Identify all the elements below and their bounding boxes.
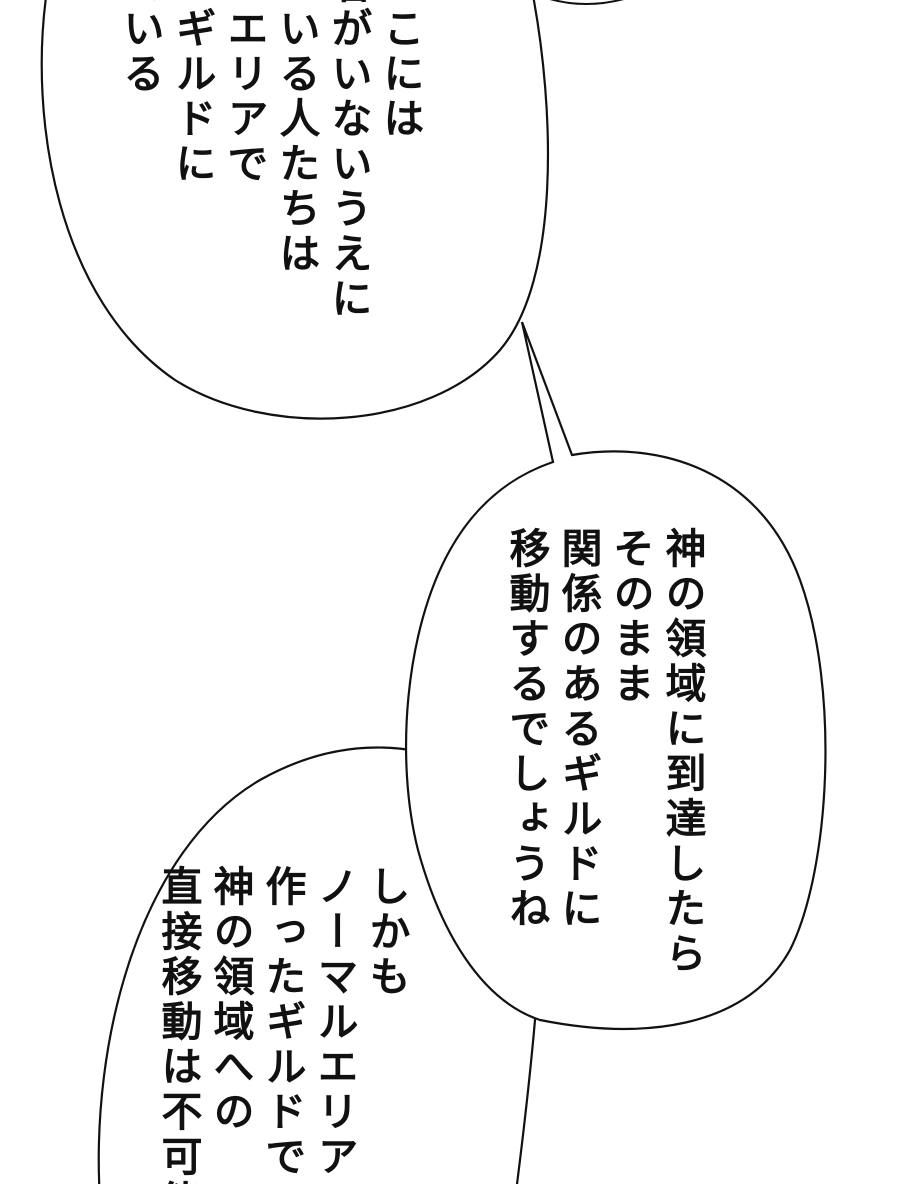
- dialogue-line: しかも: [362, 865, 410, 1000]
- dialogue-line: ている: [116, 0, 164, 97]
- dialogue-line: 者がいないうえに: [324, 0, 372, 322]
- dialogue-line: ノーマルエリアで: [310, 865, 358, 1184]
- dialogue-line: ここには: [376, 0, 424, 142]
- dialogue-line: 関係のあるギルドに: [554, 527, 602, 932]
- dialogue-line: ルエリアで: [220, 0, 268, 187]
- dialogue-line: 神の領域への: [206, 865, 254, 1135]
- partial-bubble-top: [549, 0, 624, 5]
- dialogue-line: にいる人たちは: [272, 0, 320, 277]
- dialogue-line: 移動するでしょうね: [502, 527, 550, 932]
- dialogue-text-right: 神の領域に到達したら そのまま 関係のあるギルドに 移動するでしょうね: [500, 527, 708, 977]
- dialogue-line: 作ったギルドで: [258, 865, 306, 1180]
- dialogue-line: そのまま: [606, 527, 654, 707]
- dialogue-line: 直接移動は不可能: [154, 865, 202, 1184]
- speech-bubble-upper-left: [40, 0, 550, 420]
- dialogue-text-lower-left: しかも ノーマルエリアで 作ったギルドで 神の領域への 直接移動は不可能: [152, 865, 412, 1184]
- speech-bubble-right: [404, 321, 827, 1030]
- dialogue-line: にギルドに: [168, 0, 216, 187]
- dialogue-line: 神の領域に到達したら: [658, 527, 706, 977]
- dialogue-text-upper-left: ここには 者がいないうえに にいる人たちは ルエリアで にギルドに ている: [114, 0, 426, 322]
